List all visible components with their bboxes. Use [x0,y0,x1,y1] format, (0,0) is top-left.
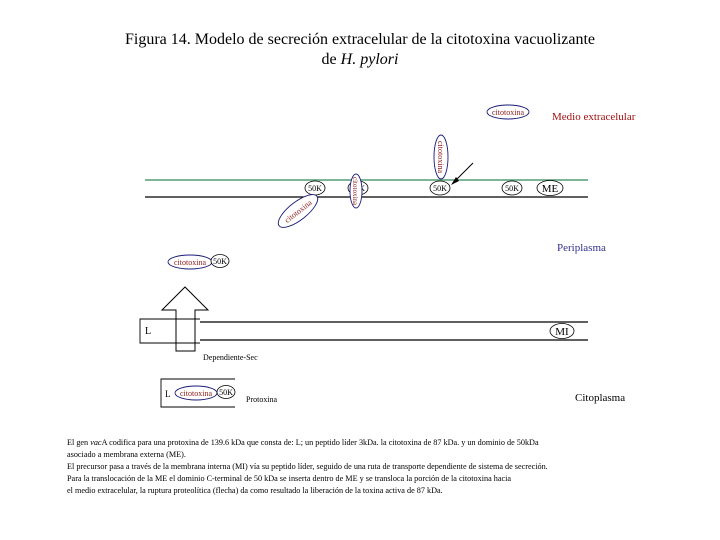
leader-box-membrane-text: L [145,326,151,337]
inner-membrane [200,321,588,341]
domain-50k-3: 50K [429,180,451,196]
periplasm-precursor: citotoxina 50K [167,254,230,270]
cytoplasm-label: Citoplasma [575,392,625,404]
cytotoxin-vertical-translocating: citotoxina [349,173,363,209]
inner-membrane-label-oval [549,323,575,339]
cleavage-arrow [451,162,474,185]
caption-line-4: Para la translocación de la ME el domini… [67,474,512,483]
periplasm-cytotoxin-text: citotoxina [174,258,206,267]
caption-line-1-b: A codifica para una protoxina de 139.6 k… [101,438,539,447]
periplasm-50k-oval [210,254,230,268]
protoxin-50k-oval [216,385,236,399]
cytotoxin-vertical-2-text: citotoxina [436,141,445,173]
domain-50k-1-text: 50K [308,184,322,193]
cytotoxin-periplasm-tilted: citotoxina [277,194,319,228]
caption-line-3: El precursor pasa a través de la membran… [67,462,548,471]
domain-50k-4-oval [501,180,523,196]
figure-title: Figura 14. Modelo de secreción extracelu… [0,30,720,70]
title-line-2-prefix: de [321,51,341,68]
caption-line-1: El gen vacA codifica para una protoxina … [67,437,687,449]
cytotoxin-vertical-2-oval [433,134,449,180]
domain-50k-4-text: 50K [505,184,519,193]
caption-line-1-a: El gen [67,438,91,447]
outer-membrane [145,179,588,198]
cytotoxin-vertical-oval [349,173,363,209]
figure-caption: El gen vacA codifica para una protoxina … [67,437,687,497]
leader-box-membrane-outline [139,318,200,344]
domain-50k-3-oval [429,180,451,196]
caption-gene-name: vac [90,438,102,447]
released-cytotoxin: citotoxina [486,104,530,120]
periplasm-50k-text: 50K [213,257,227,266]
extracellular-label: Medio extracelular [552,111,636,123]
sec-dependent-label: Dependiente-Sec [203,353,258,362]
caption-line-2: asociado a membrana externa (ME). [67,450,186,459]
released-cytotoxin-text: citotoxina [492,108,524,117]
outer-membrane-label-oval [536,180,564,196]
protoxin-bracket [160,378,235,408]
leader-box-membrane: L [139,318,200,344]
protoxin-cytotoxin-text: citotoxina [180,389,212,398]
protoxin-label: Protoxina [246,395,278,404]
periplasm-label: Periplasma [557,242,606,254]
cytotoxin-vertical-extracellular: citotoxina [433,134,449,180]
domain-50k-3-text: 50K [433,184,447,193]
cytoplasm-protoxin: L citotoxina 50K Protoxina [160,378,278,408]
title-line-2: de H. pylori [0,50,720,70]
title-line-1: Figura 14. Modelo de secreción extracelu… [124,31,596,48]
outer-membrane-label-text: ME [542,183,559,195]
outer-membrane-label: ME [536,180,564,196]
protoxin-50k-text: 50K [219,388,233,397]
caption-line-5: el medio extracelular, la ruptura proteo… [67,486,443,495]
cleavage-arrow-head [451,177,459,185]
cytotoxin-tilted-oval [277,194,319,228]
inner-membrane-label-text: MI [555,326,569,338]
cytotoxin-vertical-text: citotoxina [351,177,359,206]
species-name: H. pylori [340,51,399,68]
inner-membrane-label: MI [549,323,575,339]
released-cytotoxin-oval [486,104,530,120]
protoxin-leader-text: L [165,389,171,399]
domain-50k-4: 50K [501,180,523,196]
domain-50k-1: 50K [304,180,326,196]
